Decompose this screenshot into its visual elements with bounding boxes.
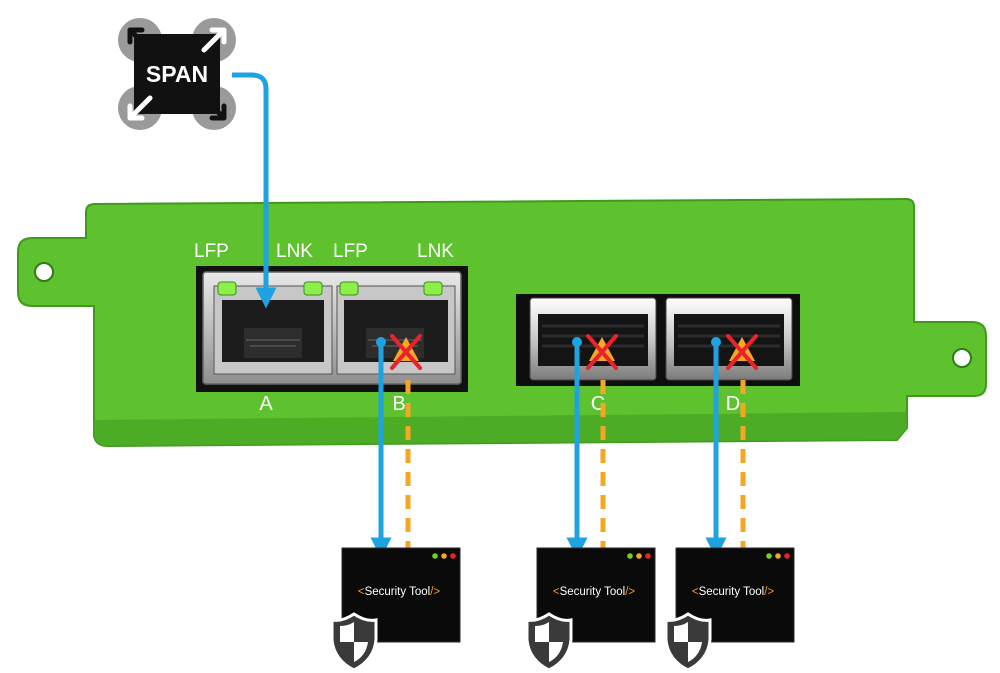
- security-tool-3-label: <Security Tool/>: [692, 586, 775, 598]
- blocked-warning-icon-b: [390, 334, 422, 370]
- port-label-b: B: [392, 393, 405, 415]
- return-paths: [405, 380, 746, 550]
- led-lnk-a: [303, 281, 323, 296]
- security-tool-1[interactable]: <Security Tool/>: [330, 547, 461, 672]
- faceplate-body: [17, 197, 987, 448]
- blocked-warning-icon-c: [586, 334, 618, 370]
- blocked-markers: [390, 334, 758, 370]
- security-tool-2[interactable]: <Security Tool/>: [525, 547, 656, 672]
- mounting-hole-right: [952, 348, 972, 368]
- security-tool-1-label: <Security Tool/>: [358, 586, 441, 598]
- shield-icon: [664, 612, 712, 672]
- port-label-a: A: [259, 393, 273, 415]
- span-label: SPAN: [146, 61, 208, 87]
- led-lnk-b: [423, 281, 443, 296]
- arrow-up-left-icon: [127, 27, 153, 53]
- security-tool-3[interactable]: <Security Tool/>: [664, 547, 795, 672]
- shield-icon: [525, 612, 573, 672]
- port-d-source-dot: [711, 337, 721, 347]
- shield-icon: [330, 612, 378, 672]
- rj45-port-block: [196, 266, 468, 392]
- blocked-warning-icon-d: [726, 334, 758, 370]
- span-to-port-a-path: [232, 72, 277, 309]
- led-label-lfp-b: LFP: [333, 241, 368, 262]
- port-c-source-dot: [572, 337, 582, 347]
- led-lfp-b: [339, 281, 359, 296]
- arrow-up-right-icon: [201, 27, 227, 53]
- rj45-port-a[interactable]: [213, 285, 333, 375]
- arrow-down-left-icon: [127, 95, 153, 121]
- mounting-hole-left: [34, 262, 54, 282]
- port-label-d: D: [726, 393, 740, 415]
- security-tool-2-label: <Security Tool/>: [553, 586, 636, 598]
- port-b-source-dot: [376, 337, 386, 347]
- arrow-down-right-icon: [201, 95, 227, 121]
- led-label-lnk-b: LNK: [417, 241, 454, 262]
- led-label-lfp-a: LFP: [194, 241, 229, 262]
- forward-paths: [232, 72, 727, 559]
- network-tap-faceplate: LFP LNK LFP LNK: [17, 197, 987, 448]
- faceplate-shadow: [94, 412, 907, 446]
- sfp-port-block: [516, 294, 800, 386]
- span-badge: SPAN: [118, 18, 236, 130]
- led-label-lnk-a: LNK: [276, 241, 313, 262]
- led-lfp-a: [217, 281, 237, 296]
